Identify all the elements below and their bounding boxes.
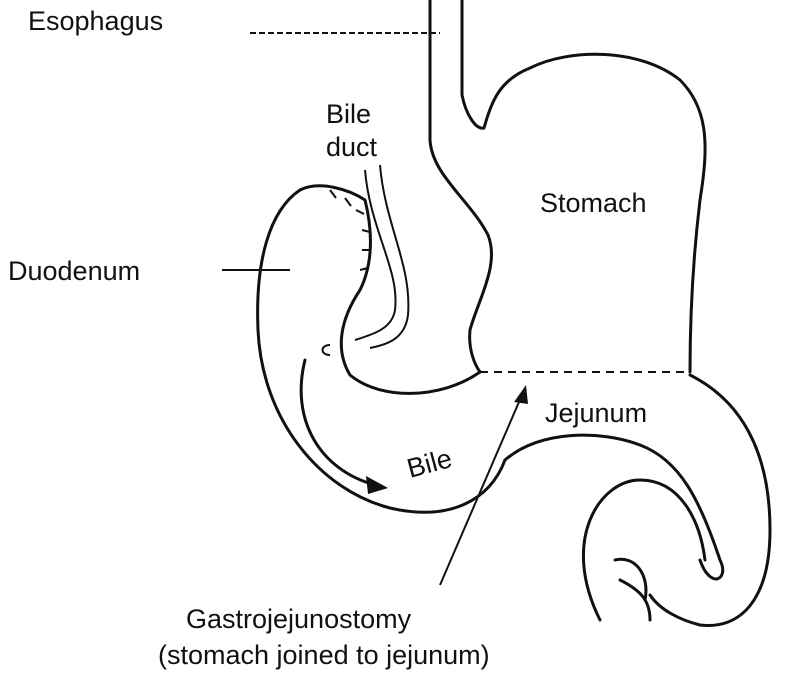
jejunum-inner	[503, 433, 725, 581]
jejunum-loop	[582, 478, 707, 622]
label-bile-duct-2: duct	[326, 132, 378, 162]
label-stomach: Stomach	[540, 188, 647, 218]
bile-flow-arrow	[299, 358, 377, 487]
duodenum-inner	[298, 184, 482, 395]
label-jejunum: Jejunum	[545, 398, 647, 428]
stomach-right-wall	[460, 0, 707, 374]
duodenum-outer	[256, 188, 507, 514]
bile-flow-arrowhead	[366, 476, 388, 494]
bile-duct-opening	[321, 344, 331, 356]
gastrojejunostomy-arrow	[439, 394, 523, 586]
label-bile: Bile	[404, 443, 455, 484]
label-gastrojejunostomy-1: Gastrojejunostomy	[186, 604, 412, 634]
duodenum-folds	[329, 189, 371, 271]
label-gastrojejunostomy-2: (stomach joined to jejunum)	[158, 640, 490, 670]
gastrojejunostomy-arrowhead	[514, 385, 528, 404]
bile-duct	[354, 164, 410, 349]
label-esophagus: Esophagus	[28, 6, 163, 36]
label-duodenum: Duodenum	[8, 256, 140, 286]
jejunum-outline	[648, 373, 772, 628]
stomach-left-wall	[428, 0, 493, 374]
label-bile-duct-1: Bile	[326, 99, 371, 129]
